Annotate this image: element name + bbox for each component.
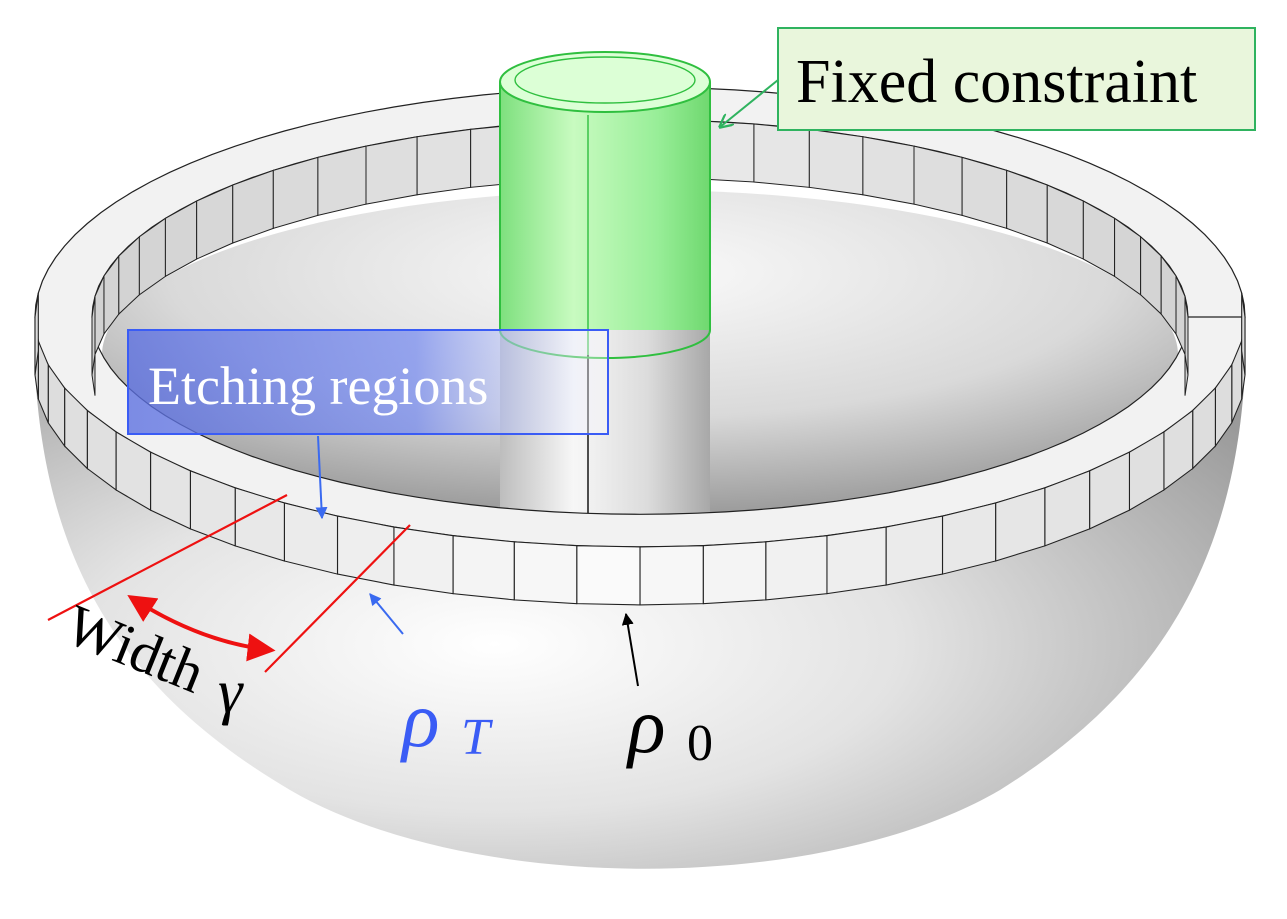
rim-cell [283,502,339,575]
rim-cell [826,526,887,595]
etching-regions-label: Etching regions [148,356,488,416]
inner-wall-cell [416,128,472,196]
rho-0-subscript: 0 [687,715,713,772]
inner-wall-cell [753,123,810,188]
rim-cell [1241,292,1246,376]
inner-wall-cell [317,145,367,217]
inner-wall-cell [272,156,319,230]
inner-wall-cell [913,145,963,217]
rho-t-callout: ρ T [369,593,493,766]
rim-cell-ring [34,86,1246,606]
rim-cell [452,535,515,601]
svg-text:ρ 0: ρ 0 [626,682,713,772]
rim-cell [639,545,704,606]
rim-cell [513,541,578,605]
inner-wall-cell [1184,296,1189,376]
inner-wall-cell [365,136,418,205]
fixed-constraint-callout: Fixed constraint [720,27,1256,131]
fixed-cylinder [499,51,711,359]
rho-t-symbol: ρ [400,676,439,763]
svg-text:ρ T: ρ T [400,676,493,766]
rim-cell [34,292,39,376]
rim-cell [702,541,767,605]
rho-t-subscript: T [461,709,493,766]
rim-cell [393,526,454,595]
gamma-symbol: γ [218,658,244,726]
rim-cell [941,502,997,575]
etching-regions-callout: Etching regions [127,329,609,520]
inner-wall-cell [808,128,864,196]
inner-wall-cell [961,156,1008,230]
fixed-constraint-label: Fixed constraint [796,48,1197,116]
rim-cell [885,515,944,586]
rim-cell [576,545,641,606]
rim-cell [765,535,828,601]
rho-0-symbol: ρ [626,682,665,769]
inner-wall-cell [862,136,915,205]
rho-0-callout: ρ 0 [621,612,713,772]
